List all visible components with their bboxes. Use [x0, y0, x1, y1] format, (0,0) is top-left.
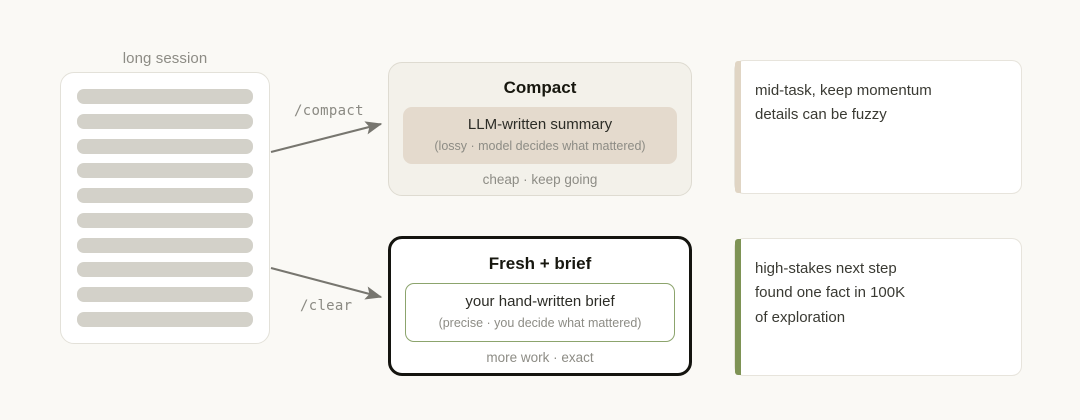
compact-note-line-2: details can be fuzzy [755, 106, 887, 124]
fresh-note-accent-bar [735, 239, 741, 375]
session-bar [77, 237, 253, 253]
compact-note-accent-bar [735, 61, 741, 193]
fresh-note-line-3: of exploration [755, 308, 846, 326]
fresh-brief-main: your hand-written brief [465, 293, 615, 310]
fresh-note-line-1: high-stakes next step [755, 260, 897, 277]
session-bar [77, 311, 253, 327]
session-bar [77, 188, 253, 204]
session-bar [77, 113, 253, 129]
session-bar [77, 89, 253, 104]
compact-usage-note: mid-task, keep momentum details can be f… [734, 60, 1022, 194]
session-bar [77, 163, 253, 179]
compact-summary-main: LLM-written summary [467, 116, 613, 133]
compact-arrow-line [270, 121, 383, 154]
fresh-brief-title: Fresh + brief [488, 254, 592, 273]
compact-option-card[interactable]: Compact LLM-written summary (lossy · mod… [388, 62, 692, 196]
fresh-brief-box: your hand-written brief (precise · you d… [405, 283, 675, 343]
clear-arrow-line [270, 266, 383, 300]
compact-title: Compact [503, 78, 577, 97]
fresh-usage-note: high-stakes next step found one fact in … [734, 238, 1022, 376]
compact-summary-box: LLM-written summary (lossy · model decid… [403, 107, 677, 165]
clear-arrow-label: /clear [300, 298, 353, 314]
session-bar [77, 138, 253, 154]
long-session-card [60, 72, 270, 344]
long-session-label: long session [122, 50, 208, 67]
session-bar [77, 262, 253, 278]
compact-note-line-1: mid-task, keep momentum [755, 82, 932, 99]
compact-footer: cheap · keep going [482, 172, 598, 188]
compact-arrow-label: /compact [294, 103, 364, 119]
compact-summary-sub: (lossy · model decides what mattered) [434, 138, 646, 153]
session-bar [77, 287, 253, 303]
fresh-brief-footer: more work · exact [486, 350, 594, 366]
session-bar [77, 212, 253, 228]
fresh-brief-option-card[interactable]: Fresh + brief your hand-written brief (p… [388, 236, 692, 376]
fresh-note-line-2: found one fact in 100K [755, 284, 906, 302]
fresh-brief-sub: (precise · you decide what mattered) [438, 315, 642, 330]
